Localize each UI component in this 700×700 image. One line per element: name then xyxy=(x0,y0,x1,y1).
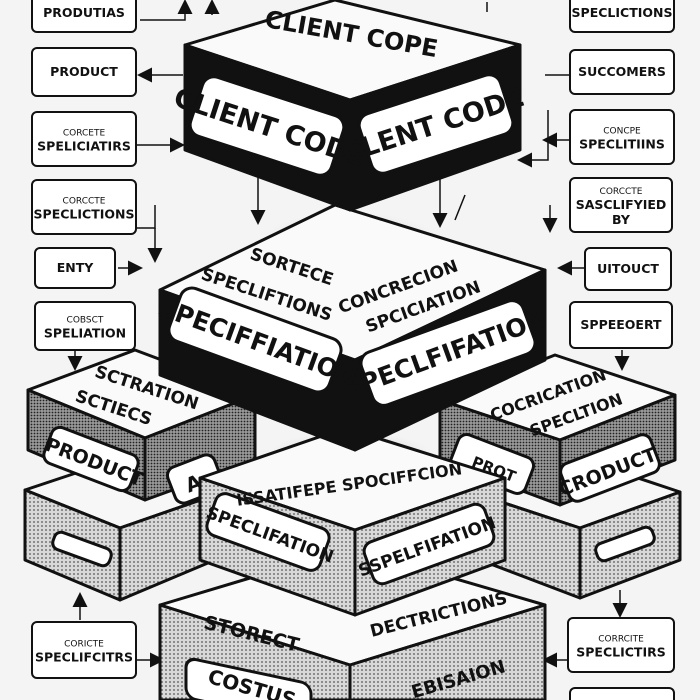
left-block: SCTRATION SCTIECS PRODUCT A xyxy=(26,348,257,505)
right-label-box-text: CONCPE xyxy=(603,127,641,137)
right-label-box-text: SPECLICTIRS xyxy=(576,645,665,660)
middle-block: SORTECE SPECLIFTIONS CONCRECION SPCICIAT… xyxy=(154,203,551,452)
left-label-box-text: CORICTE xyxy=(64,640,104,650)
left-label-box: PRODUTIAS xyxy=(31,0,137,33)
right-label-box-text: SPECLITIINS xyxy=(579,137,665,152)
right-label-box: UITOUCT xyxy=(584,247,672,291)
right-label-box-text: UITOUCT xyxy=(597,261,659,276)
left-label-box-text: SPECLICTIONS xyxy=(34,207,135,222)
right-label-box-text: CORRCITE xyxy=(598,635,644,645)
left-label-box-text: CORCETE xyxy=(63,129,106,139)
top-block: CLIENT COPE CLIENT CODE CLENT CODE xyxy=(170,0,528,212)
left-label-box-text: CORCCTE xyxy=(63,197,106,207)
left-label-box-text: SPELICIATIRS xyxy=(37,139,131,154)
right-label-box: SPPEEOERT xyxy=(569,301,673,349)
right-label-box: CORVSCTE xyxy=(569,687,675,700)
left-label-box-text: PRODUCT xyxy=(50,64,118,79)
right-label-box-text: CORCCTE xyxy=(600,187,643,197)
left-label-box-text: ENTY xyxy=(57,260,95,275)
right-block: COCRICATION SPECLTION PROT CRODUCT xyxy=(438,353,677,507)
left-label-box-text: SPELIATION xyxy=(44,326,126,341)
left-label-box-text: PRODUTIAS xyxy=(43,5,125,20)
left-label-box-text: SPECLIFCITRS xyxy=(35,650,133,665)
right-label-box-text: SPPEEOERT xyxy=(580,317,662,332)
left-lower-slab xyxy=(23,458,217,602)
right-label-box: SUCCOMERS xyxy=(569,49,675,95)
left-label-box: ENTY xyxy=(34,247,116,289)
right-label-boxes: SPECLICTIONSSUCCOMERSCONCPESPECLITIINSCO… xyxy=(567,0,675,700)
right-label-box-text: SASCLIFYIED xyxy=(576,197,667,212)
right-label-box-text: BY xyxy=(612,212,631,227)
left-label-box-text: COBSCT xyxy=(67,316,104,326)
left-label-box: PRODUCT xyxy=(31,47,137,97)
right-label-box: SPECLICTIONS xyxy=(569,0,675,33)
center-block: ISSATIFEPE SPOCIFFCION SPECLIFATION SSPE… xyxy=(198,426,507,617)
right-label-box-text: SUCCOMERS xyxy=(578,64,666,79)
right-label-box-text: SPECLICTIONS xyxy=(572,5,673,20)
